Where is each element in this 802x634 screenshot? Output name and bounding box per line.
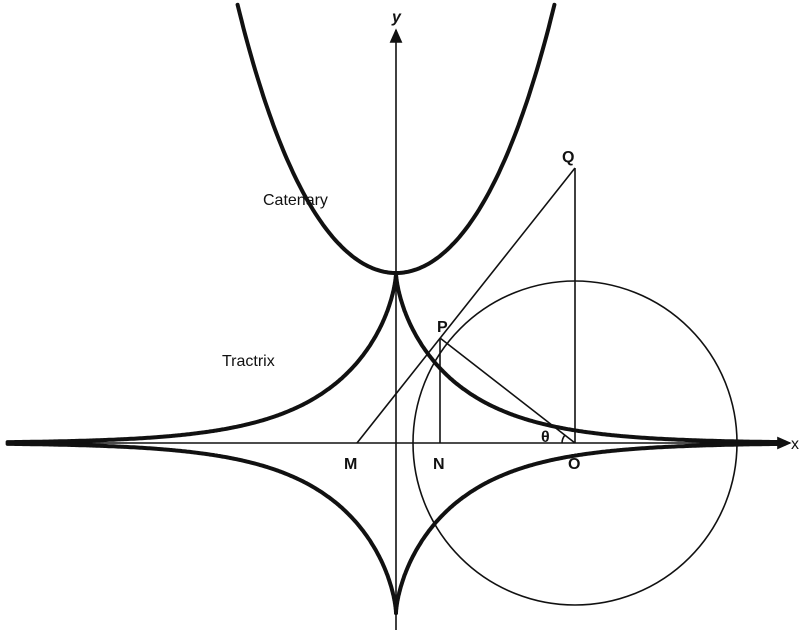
angle-theta-label: θ	[541, 429, 550, 446]
tractrix-curve-upper-left	[5, 271, 398, 445]
point-o-label: O	[568, 456, 580, 473]
point-n-label: N	[433, 456, 445, 473]
tractrix-curve-lower-right	[394, 441, 787, 615]
point-m-label: M	[344, 456, 357, 473]
x-axis-label: x	[791, 436, 799, 453]
catenary-label: Catenary	[263, 192, 328, 209]
tractrix-label: Tractrix	[222, 353, 275, 370]
point-q-label: Q	[562, 149, 574, 166]
angle-theta-arc	[561, 434, 566, 444]
y-axis-label: y	[391, 9, 402, 26]
point-p-label: P	[437, 319, 448, 336]
tractrix-curve-upper-right	[394, 271, 787, 445]
line-mq	[356, 167, 576, 444]
tractrix-curve-lower-left	[5, 441, 398, 615]
